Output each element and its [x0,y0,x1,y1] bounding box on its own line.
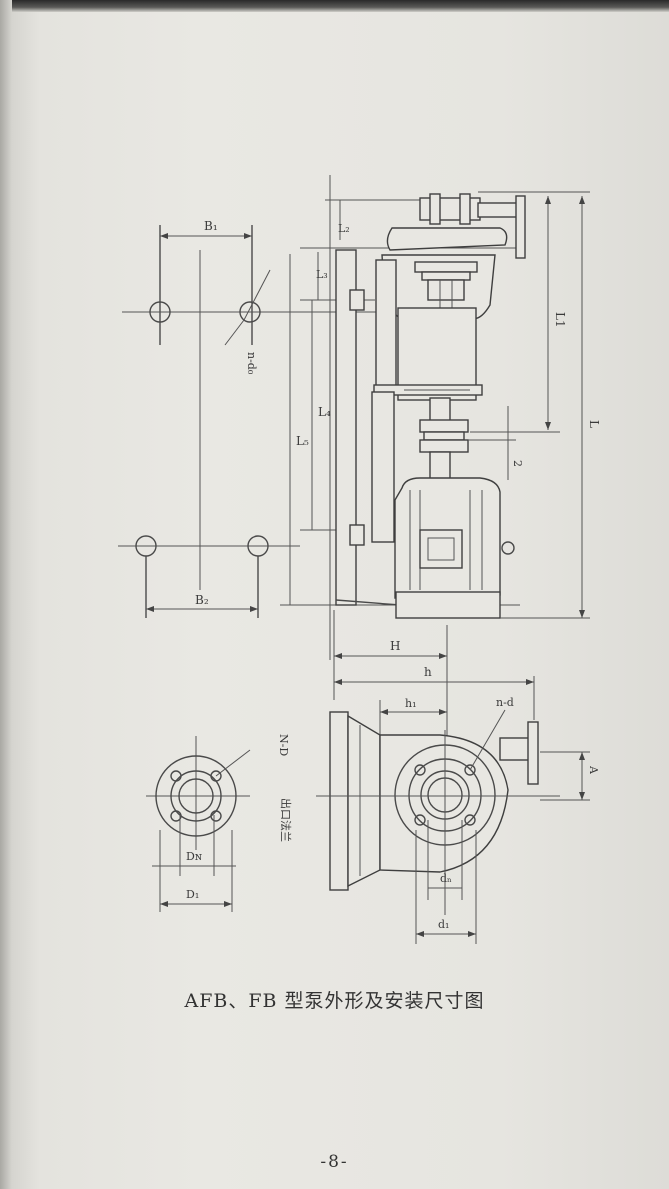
shaft [429,397,451,423]
page-spine-shadow [0,0,12,1189]
mounting-hole-top-left [149,301,171,323]
dim-d1-label: d₁ [438,918,449,931]
dim-l5-label: L₅ [296,434,309,448]
dim-big-dn-label: Dɴ [186,850,202,863]
right-vertical-dimensions: L1 L 2 [468,191,601,619]
dim-l-label: L [587,420,601,428]
outlet-flange-detail: N-D 出口法兰 Dɴ D₁ [146,734,293,912]
motor-foot [395,591,501,619]
dim-2-label: 2 [511,460,524,467]
dim-big-d1-label: D₁ [186,888,199,901]
mounting-hole-pattern: B₁ n-d₀ B₂ [118,219,420,618]
dim-dn-label: dₙ [440,872,452,885]
n-d0-label: n-d₀ [245,352,258,375]
dim-l1-label: L1 [553,312,567,328]
dim-b1-label: B₁ [204,219,218,233]
pump-front-view: n-d A dₙ d₁ [316,696,600,944]
dim-l2-label: L₂ [338,222,350,235]
support-column [371,391,395,543]
dim-l4-label: L₄ [318,405,331,419]
page-top-edge [0,0,669,12]
front-volute [379,734,509,873]
motor-terminal-box [419,529,463,569]
dim-l3-label: L₃ [316,268,328,281]
outlet-flange [515,195,526,259]
page-number: -8- [320,1152,349,1172]
motor-lifting-eye [501,541,515,555]
dim-h1-label: h₁ [405,697,417,710]
dim-a-label: A [587,765,600,775]
pump-side-view [335,193,526,619]
mounting-hole-top-right [239,301,261,323]
horizontal-dimensions: H h h₁ [333,610,535,760]
outlet-flange-label: 出口法兰 [279,798,293,842]
dim-h-upper-label: H [390,639,400,653]
top-outlet-pipe [419,197,481,221]
coupling-upper [419,419,469,433]
dim-h-label: h [424,665,432,679]
base-frame [335,249,357,606]
figure-caption: AFB、FB 型泵外形及安装尺寸图 [184,990,485,1012]
n-d-label: n-d [496,696,514,709]
front-base-plate [329,711,349,891]
front-outlet-flange [527,721,539,785]
pump-casing [386,227,508,251]
coupling-lower [419,439,469,453]
dim-b2-label: B₂ [195,593,209,607]
n-big-d-label: N-D [277,734,290,756]
